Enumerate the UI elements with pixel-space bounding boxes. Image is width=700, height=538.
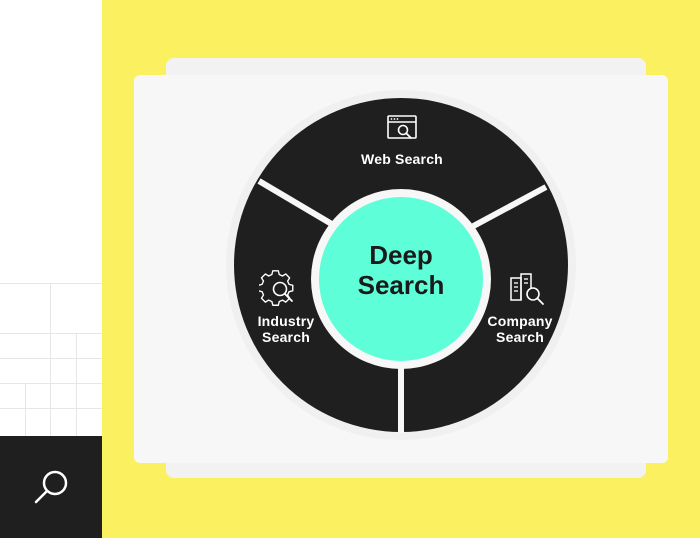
- search-icon: [34, 470, 68, 504]
- segment-label-line1: Industry: [257, 313, 315, 329]
- browser-search-icon: [387, 115, 417, 139]
- segment-industry-search: Industry Search: [236, 313, 336, 345]
- center-label-line1: Deep: [369, 240, 433, 270]
- segment-label-line2: Search: [262, 329, 310, 345]
- grid-pattern: [0, 283, 102, 436]
- core-circle: [319, 197, 483, 361]
- deep-search-wheel: [226, 90, 576, 440]
- segment-label-line1: Web Search: [361, 151, 443, 167]
- building-search-icon: [510, 273, 544, 305]
- segment-company-search: Company Search: [470, 313, 570, 345]
- segment-label-line2: Search: [496, 329, 544, 345]
- left-panel: [0, 0, 102, 538]
- search-tile[interactable]: [0, 436, 102, 538]
- center-label: Deep Search: [330, 240, 472, 300]
- gear-search-icon: [259, 270, 294, 306]
- segment-web-search: Web Search: [342, 151, 462, 167]
- center-label-line2: Search: [357, 270, 445, 300]
- segment-label-line1: Company: [487, 313, 553, 329]
